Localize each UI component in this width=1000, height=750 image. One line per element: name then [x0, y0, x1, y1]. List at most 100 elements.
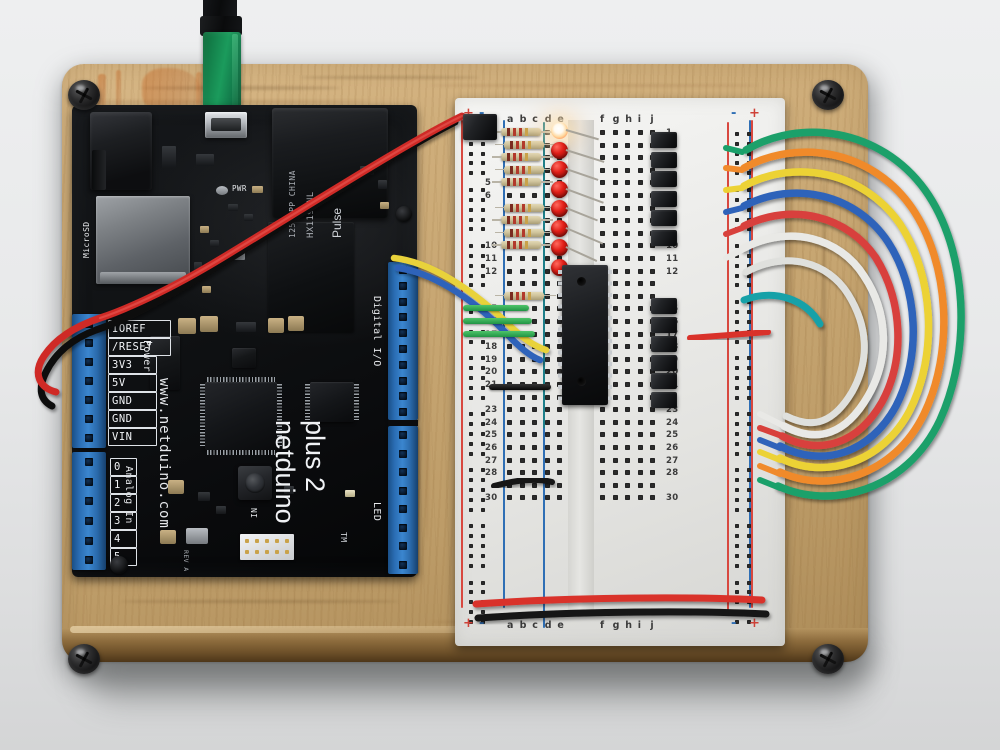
- breadboard-hole[interactable]: [650, 205, 656, 211]
- rail-hole-right-inner[interactable]: [735, 207, 739, 212]
- breadboard-hole[interactable]: [544, 344, 550, 350]
- rail-hole-right-inner[interactable]: [735, 478, 739, 483]
- breadboard-hole[interactable]: [625, 445, 631, 450]
- reset-button[interactable]: [238, 466, 272, 500]
- analog-header-pin[interactable]: [85, 556, 93, 565]
- breadboard-hole[interactable]: [544, 470, 550, 476]
- power-header-pin[interactable]: [85, 357, 93, 366]
- breadboard-hole[interactable]: [544, 419, 550, 425]
- breadboard-hole[interactable]: [507, 193, 512, 198]
- breadboard-hole[interactable]: [544, 445, 550, 450]
- rail-hole-right-inner[interactable]: [735, 141, 739, 146]
- breadboard-hole[interactable]: [532, 470, 538, 476]
- breadboard-hole[interactable]: [600, 419, 605, 425]
- connector-housing[interactable]: [463, 114, 497, 140]
- breadboard-hole[interactable]: [625, 293, 631, 299]
- rail-hole-left-inner[interactable]: [481, 534, 485, 539]
- rail-hole-right-outer[interactable]: [747, 488, 751, 493]
- rail-hole-right-outer[interactable]: [747, 432, 751, 436]
- digital-header-pin[interactable]: [399, 542, 407, 551]
- rail-hole-right-inner[interactable]: [735, 329, 739, 334]
- breadboard-hole[interactable]: [637, 344, 643, 350]
- rail-hole-left-outer[interactable]: [469, 422, 473, 427]
- connector-housing[interactable]: [651, 335, 677, 352]
- breadboard-hole[interactable]: [507, 482, 512, 488]
- breadboard-hole[interactable]: [637, 281, 643, 287]
- breadboard-hole[interactable]: [544, 256, 550, 261]
- breadboard-hole[interactable]: [557, 457, 563, 463]
- breadboard-hole[interactable]: [557, 419, 563, 425]
- breadboard-hole[interactable]: [612, 344, 618, 350]
- breadboard-hole[interactable]: [625, 470, 631, 476]
- digital-header-upper[interactable]: [388, 262, 418, 420]
- breadboard-hole[interactable]: [532, 281, 538, 287]
- power-header[interactable]: [72, 314, 106, 448]
- breadboard-hole[interactable]: [625, 142, 631, 148]
- rail-hole-right-outer[interactable]: [747, 563, 751, 568]
- breadboard-hole[interactable]: [519, 369, 525, 375]
- breadboard-hole[interactable]: [519, 457, 525, 463]
- rail-hole-right-outer[interactable]: [747, 339, 751, 344]
- breadboard-hole[interactable]: [637, 155, 643, 161]
- breadboard-hole[interactable]: [625, 268, 631, 274]
- breadboard-hole[interactable]: [519, 193, 525, 198]
- rail-hole-left-inner[interactable]: [481, 507, 485, 512]
- rail-hole-right-inner[interactable]: [735, 263, 739, 268]
- rail-hole-right-outer[interactable]: [747, 412, 751, 417]
- rail-hole-left-outer[interactable]: [469, 188, 473, 193]
- breadboard-hole[interactable]: [612, 482, 618, 488]
- breadboard-hole[interactable]: [637, 193, 643, 198]
- rail-hole-right-inner[interactable]: [735, 619, 739, 624]
- breadboard-hole[interactable]: [625, 457, 631, 463]
- breadboard-hole[interactable]: [637, 457, 643, 463]
- digital-header-pin[interactable]: [399, 376, 407, 385]
- rail-hole-right-outer[interactable]: [747, 590, 751, 595]
- digital-header-pin[interactable]: [399, 281, 407, 290]
- rail-hole-right-outer[interactable]: [747, 600, 751, 605]
- power-header-pin[interactable]: [85, 338, 93, 347]
- breadboard-hole[interactable]: [612, 457, 618, 463]
- rail-hole-left-inner[interactable]: [481, 610, 485, 615]
- breadboard-hole[interactable]: [557, 445, 563, 450]
- breadboard-hole[interactable]: [650, 470, 656, 476]
- rail-hole-left-outer[interactable]: [469, 544, 473, 549]
- rail-hole-right-outer[interactable]: [747, 329, 751, 334]
- breadboard-hole[interactable]: [625, 394, 631, 400]
- rail-hole-right-inner[interactable]: [735, 217, 739, 222]
- breadboard-hole[interactable]: [519, 407, 525, 413]
- rail-hole-left-inner[interactable]: [481, 478, 485, 483]
- breadboard-hole[interactable]: [637, 256, 643, 261]
- rail-hole-left-outer[interactable]: [469, 497, 473, 502]
- rail-hole-right-outer[interactable]: [747, 544, 751, 549]
- breadboard-hole[interactable]: [612, 382, 618, 387]
- breadboard-hole[interactable]: [507, 445, 512, 450]
- breadboard-hole[interactable]: [650, 293, 656, 299]
- breadboard-hole[interactable]: [557, 407, 563, 413]
- breadboard-hole[interactable]: [637, 167, 643, 173]
- breadboard-hole[interactable]: [519, 394, 525, 400]
- breadboard-hole[interactable]: [637, 470, 643, 476]
- breadboard-hole[interactable]: [637, 331, 643, 337]
- rail-hole-left-inner[interactable]: [481, 563, 485, 568]
- breadboard-hole[interactable]: [532, 482, 538, 488]
- rail-hole-left-outer[interactable]: [469, 524, 473, 529]
- rail-hole-right-inner[interactable]: [735, 600, 739, 605]
- rail-hole-right-outer[interactable]: [747, 366, 751, 371]
- power-header-pin[interactable]: [85, 415, 93, 424]
- breadboard-hole[interactable]: [532, 394, 538, 400]
- digital-header-pin[interactable]: [399, 560, 407, 569]
- breadboard-hole[interactable]: [650, 281, 656, 287]
- breadboard-hole[interactable]: [600, 193, 605, 198]
- rail-hole-right-inner[interactable]: [735, 524, 739, 529]
- rail-hole-right-outer[interactable]: [747, 478, 751, 483]
- rail-hole-right-inner[interactable]: [735, 244, 739, 249]
- breadboard-hole[interactable]: [600, 445, 605, 450]
- analog-header-pin[interactable]: [85, 457, 93, 466]
- breadboard-hole[interactable]: [532, 495, 538, 501]
- rail-hole-left-inner[interactable]: [481, 188, 485, 193]
- breadboard-hole[interactable]: [612, 180, 618, 186]
- rail-hole-left-outer[interactable]: [469, 580, 473, 585]
- breadboard-hole[interactable]: [544, 495, 550, 501]
- breadboard-hole[interactable]: [544, 482, 550, 488]
- breadboard-hole[interactable]: [612, 331, 618, 337]
